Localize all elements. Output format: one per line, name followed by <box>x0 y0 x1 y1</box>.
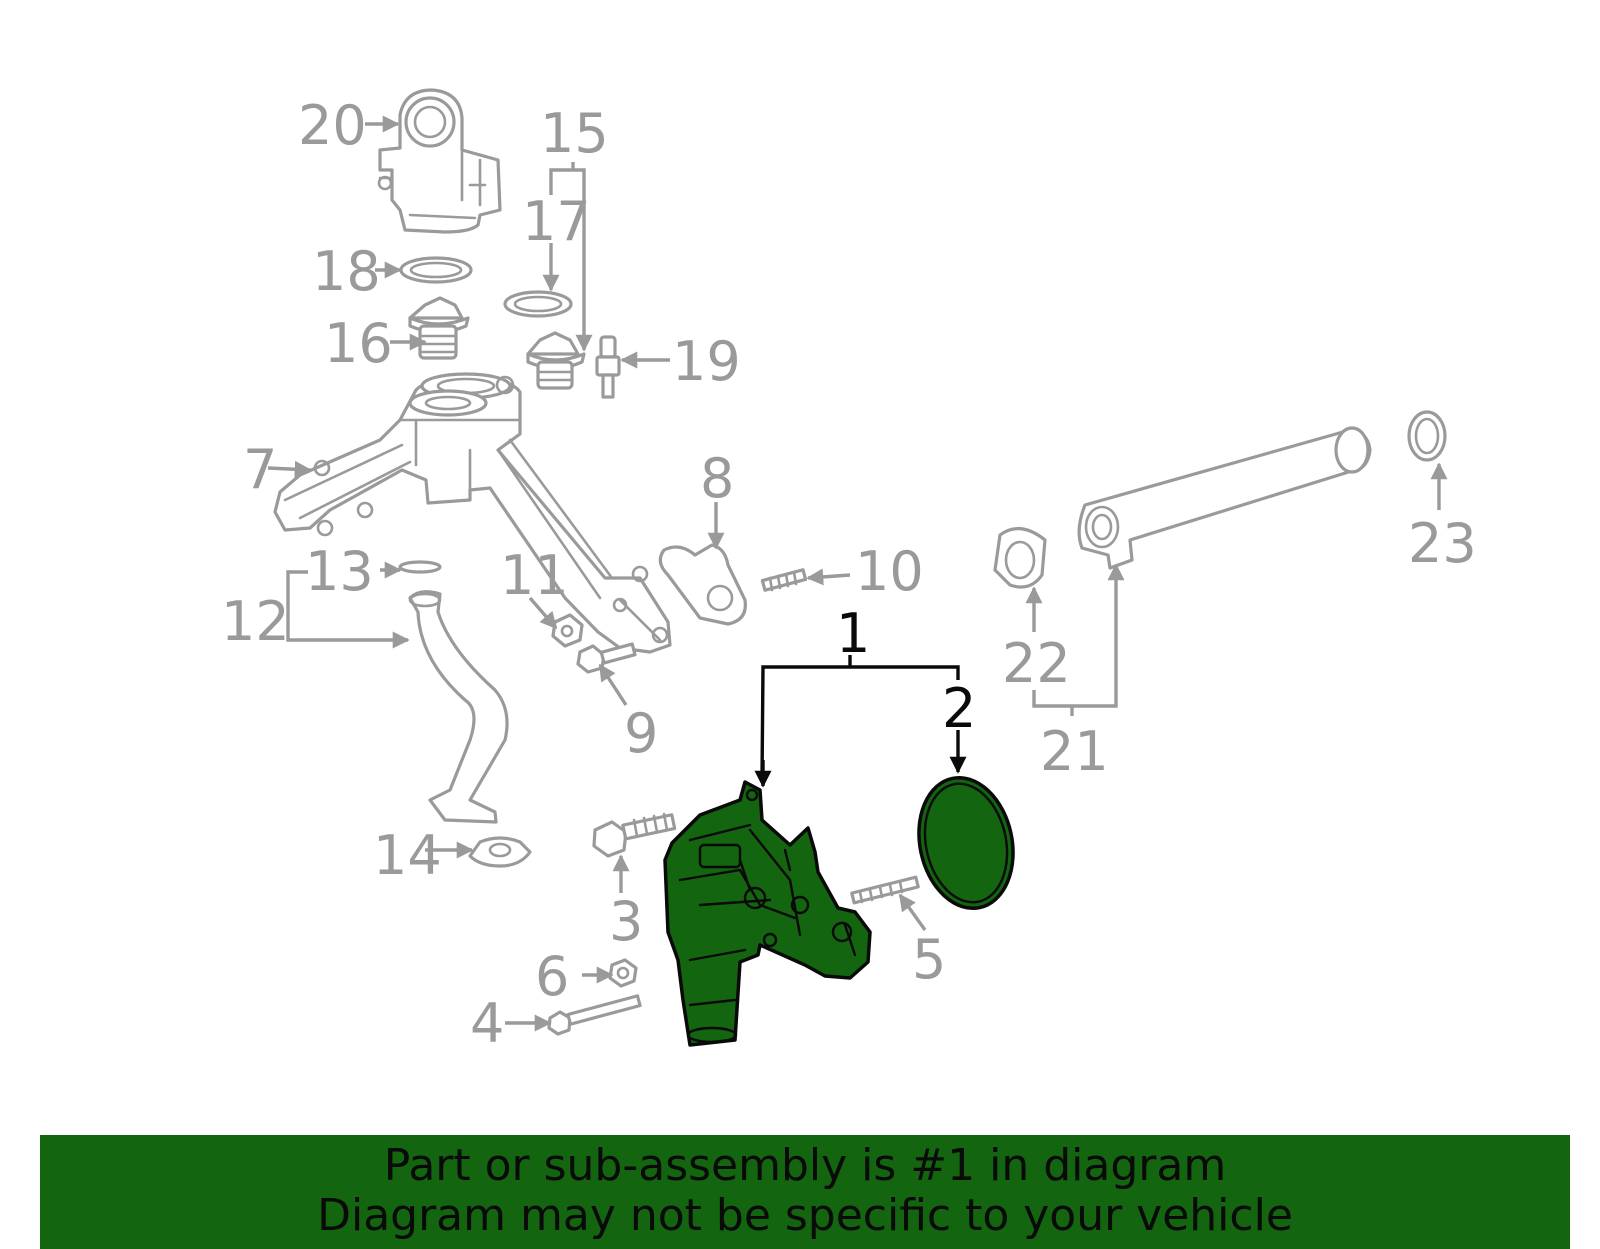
banner-line-2: Diagram may not be specific to your vehi… <box>317 1190 1293 1241</box>
callout-18: 18 <box>312 240 381 303</box>
part-13-o-ring[interactable] <box>398 560 442 574</box>
callout-19: 19 <box>672 330 741 393</box>
info-banner: Part or sub-assembly is #1 in diagram Di… <box>40 1135 1570 1249</box>
callout-10: 10 <box>855 540 924 603</box>
part-14-gasket[interactable] <box>468 836 532 868</box>
part-19-temperature-sensor[interactable] <box>595 335 621 399</box>
callout-1: 1 <box>836 602 870 665</box>
leader-lines <box>267 115 1448 1032</box>
callout-17: 17 <box>522 190 591 253</box>
part-12-bypass-pipe[interactable] <box>408 590 509 824</box>
part-4-bolt[interactable] <box>547 994 642 1036</box>
part-7-water-outlet-assembly[interactable] <box>273 372 672 654</box>
callout-20: 20 <box>298 94 367 157</box>
callout-12: 12 <box>221 590 290 653</box>
part-1-water-pump[interactable] <box>663 780 872 1047</box>
callout-13: 13 <box>305 540 374 603</box>
part-20-thermostat-housing[interactable] <box>377 88 502 234</box>
part-2-gasket-inner <box>923 782 1009 904</box>
callout-23: 23 <box>1408 512 1477 575</box>
part-23-o-ring-inner <box>1414 417 1440 455</box>
callout-9: 9 <box>624 702 658 765</box>
callout-2: 2 <box>942 677 976 740</box>
banner-line-1: Part or sub-assembly is #1 in diagram <box>383 1140 1227 1191</box>
callout-6: 6 <box>535 945 569 1008</box>
part-18-gasket-inner <box>409 261 463 279</box>
part-22-gasket[interactable] <box>993 527 1047 589</box>
callout-16: 16 <box>324 312 393 375</box>
part-12-pipe-end <box>408 592 442 608</box>
callout-4: 4 <box>470 992 504 1055</box>
callout-3: 3 <box>609 890 643 953</box>
part-8-gasket[interactable] <box>658 543 747 626</box>
callout-11: 11 <box>500 544 569 607</box>
part-11-nut[interactable] <box>551 613 584 648</box>
part-3-bolt[interactable] <box>592 812 677 858</box>
callout-14: 14 <box>373 824 442 887</box>
part-14-gasket-hole <box>488 842 512 858</box>
part-10-stud[interactable] <box>760 568 808 592</box>
callout-15: 15 <box>540 102 609 165</box>
callout-21: 21 <box>1040 720 1109 783</box>
part-15-thermostat[interactable] <box>526 331 586 390</box>
part-9-bolt[interactable] <box>576 642 637 674</box>
callout-22: 22 <box>1002 632 1071 695</box>
callout-7: 7 <box>243 438 277 501</box>
part-17-gasket-inner <box>513 295 563 313</box>
part-8-gasket-hole <box>706 584 734 612</box>
callout-8: 8 <box>700 447 734 510</box>
part-2-gasket[interactable] <box>907 769 1024 917</box>
part-5-stud[interactable] <box>850 875 920 905</box>
part-21-water-pipe[interactable] <box>1077 426 1372 570</box>
part-6-nut[interactable] <box>608 958 638 988</box>
callout-5: 5 <box>912 928 946 991</box>
part-16-thermostat[interactable] <box>408 296 470 360</box>
